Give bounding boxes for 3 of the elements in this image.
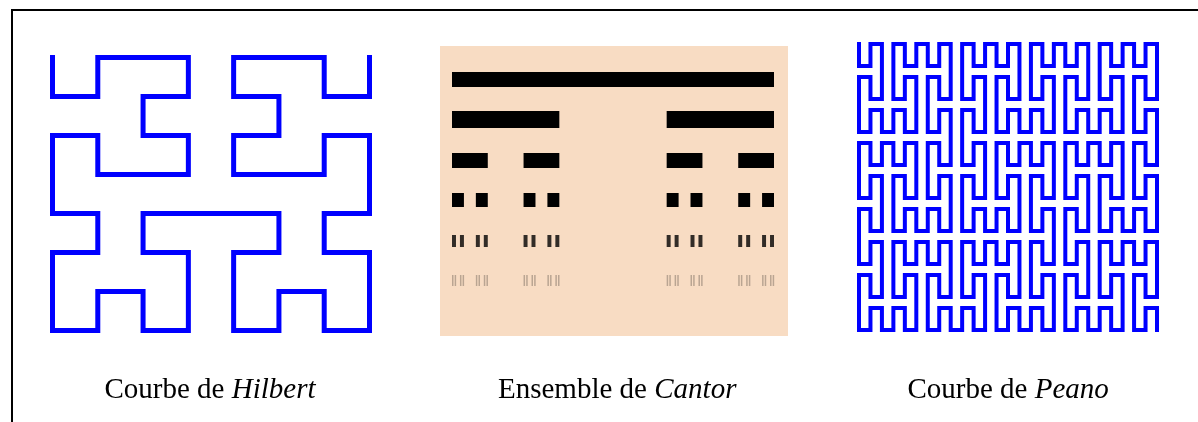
figure-caption: Ensemble de Cantor bbox=[498, 372, 737, 405]
figure-caption: Courbe de Hilbert bbox=[104, 372, 316, 405]
figure-caption: Courbe de Peano bbox=[907, 372, 1109, 405]
